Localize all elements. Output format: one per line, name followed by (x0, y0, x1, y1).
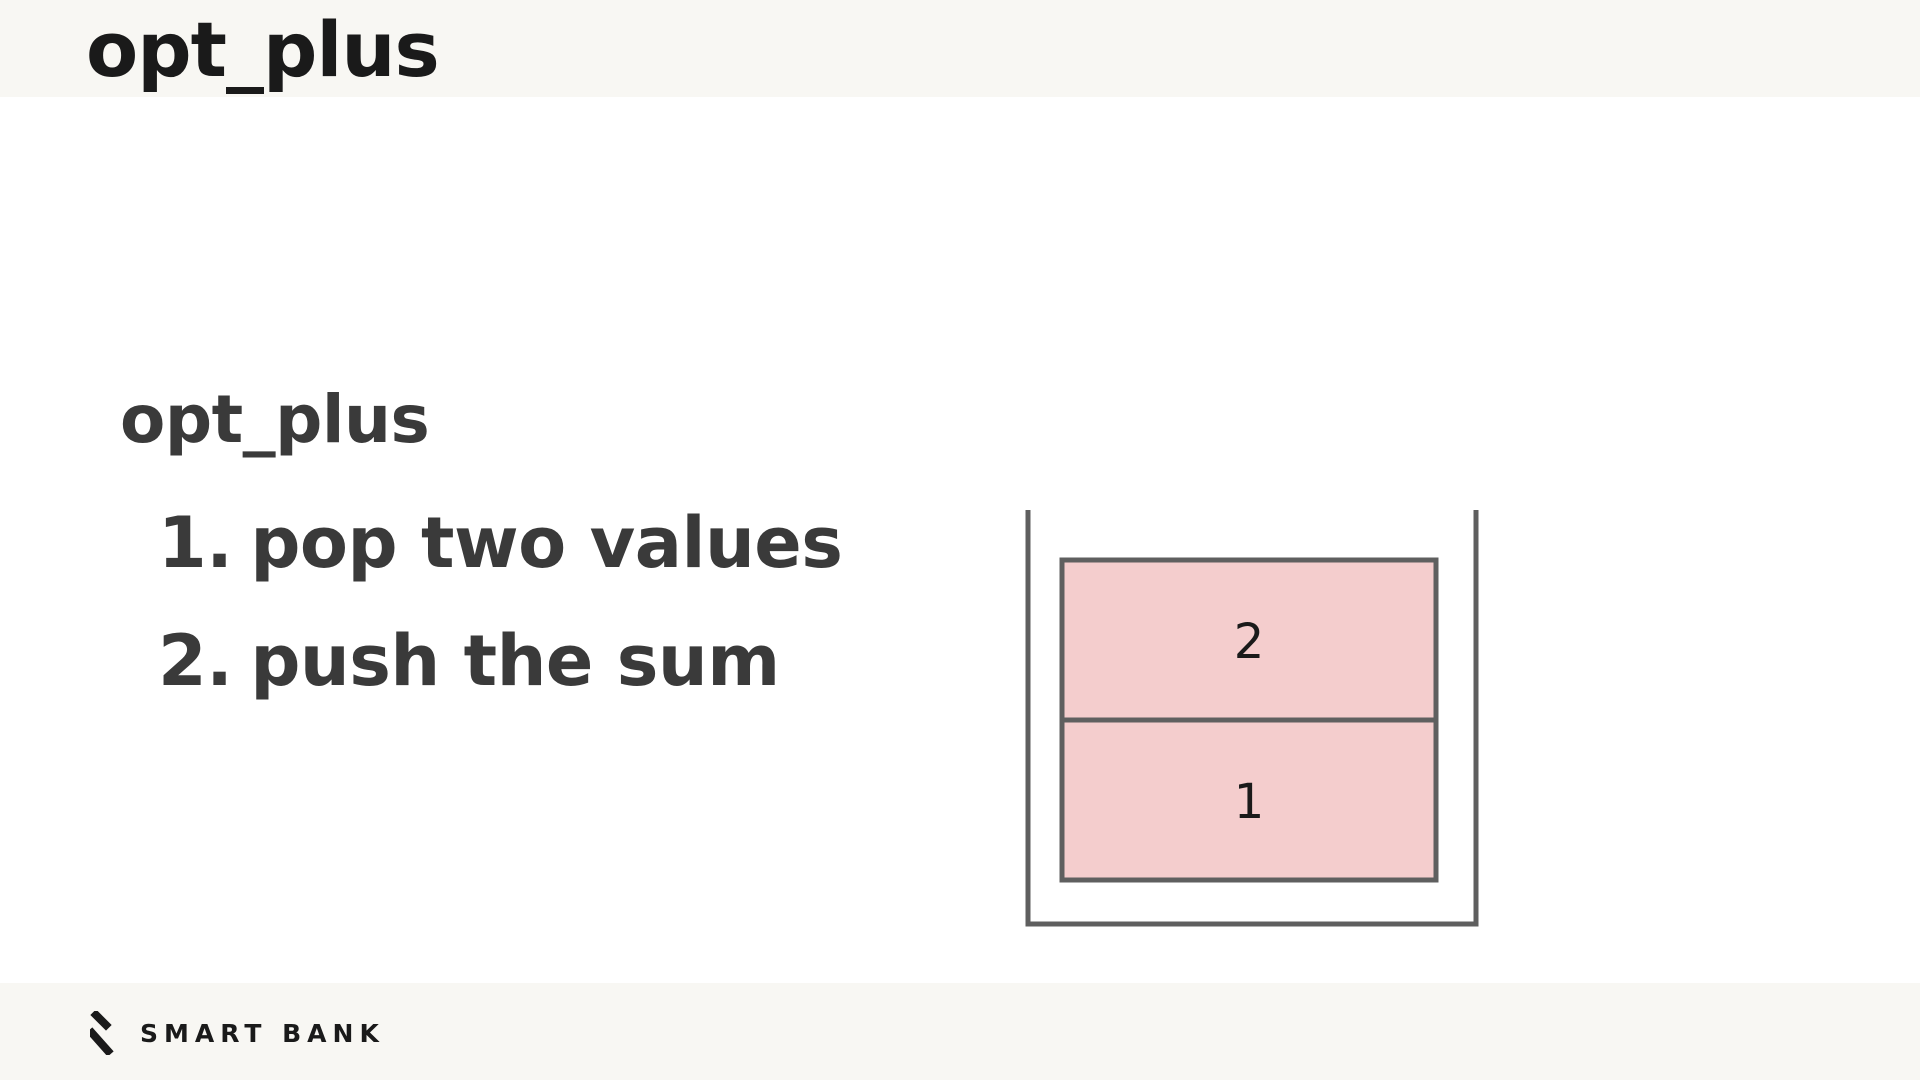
stack-cell-top-value: 2 (1234, 614, 1265, 670)
stack-cell-bottom-value: 1 (1234, 774, 1265, 830)
step-item: 1.pop two values (158, 500, 843, 586)
smartbank-slash-mark-icon (90, 1011, 114, 1055)
header-bar: opt_plus (0, 0, 1920, 97)
step-item: 2.push the sum (158, 618, 842, 704)
brand-name: SMART BANK (140, 1018, 385, 1048)
footer-bar: SMART BANK (0, 983, 1920, 1080)
step-text: pop two values (250, 502, 843, 584)
stack-container (1025, 510, 1479, 927)
content-heading: opt_plus (120, 381, 430, 458)
steps-list: 1.pop two values 2.push the sum (120, 500, 843, 704)
step-number: 1. (158, 502, 233, 584)
step-text: push the sum (250, 620, 780, 702)
stack-cell-bottom (1059, 717, 1439, 883)
step-number: 2. (158, 620, 233, 702)
stack-diagram: 2 1 (1025, 510, 1479, 927)
brand-logo: SMART BANK (90, 1011, 385, 1055)
content-block: opt_plus 1.pop two values 2.push the sum (120, 380, 843, 736)
page-title: opt_plus (86, 5, 440, 94)
